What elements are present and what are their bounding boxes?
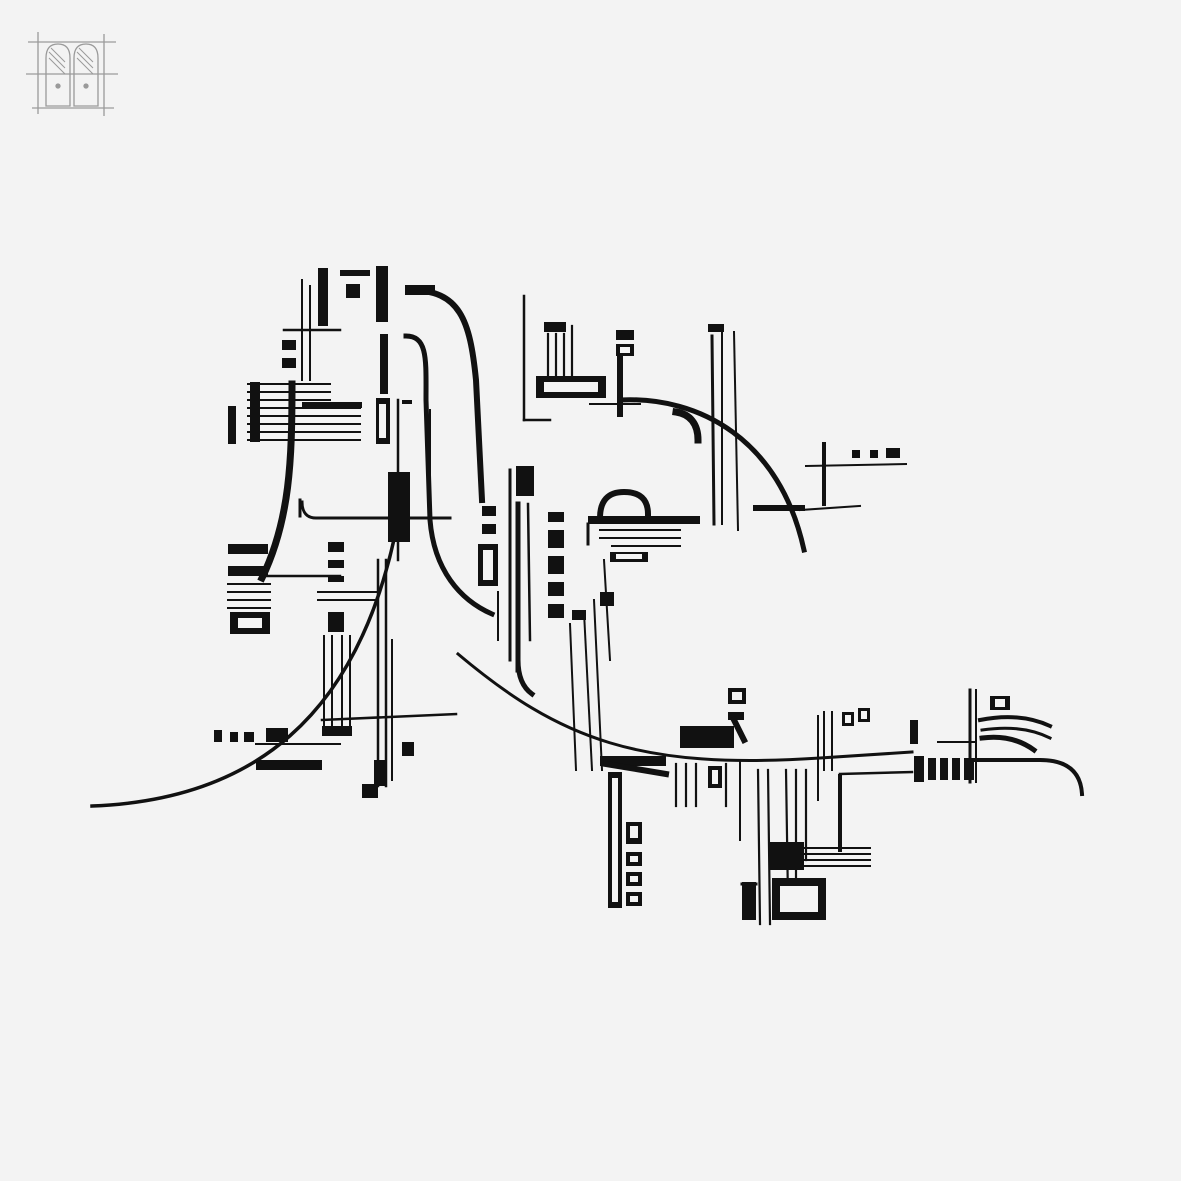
double-tile-logo-icon bbox=[26, 32, 118, 116]
center-cluster bbox=[403, 285, 914, 772]
left-cluster bbox=[90, 266, 458, 808]
lower-right-cluster bbox=[600, 688, 1085, 926]
